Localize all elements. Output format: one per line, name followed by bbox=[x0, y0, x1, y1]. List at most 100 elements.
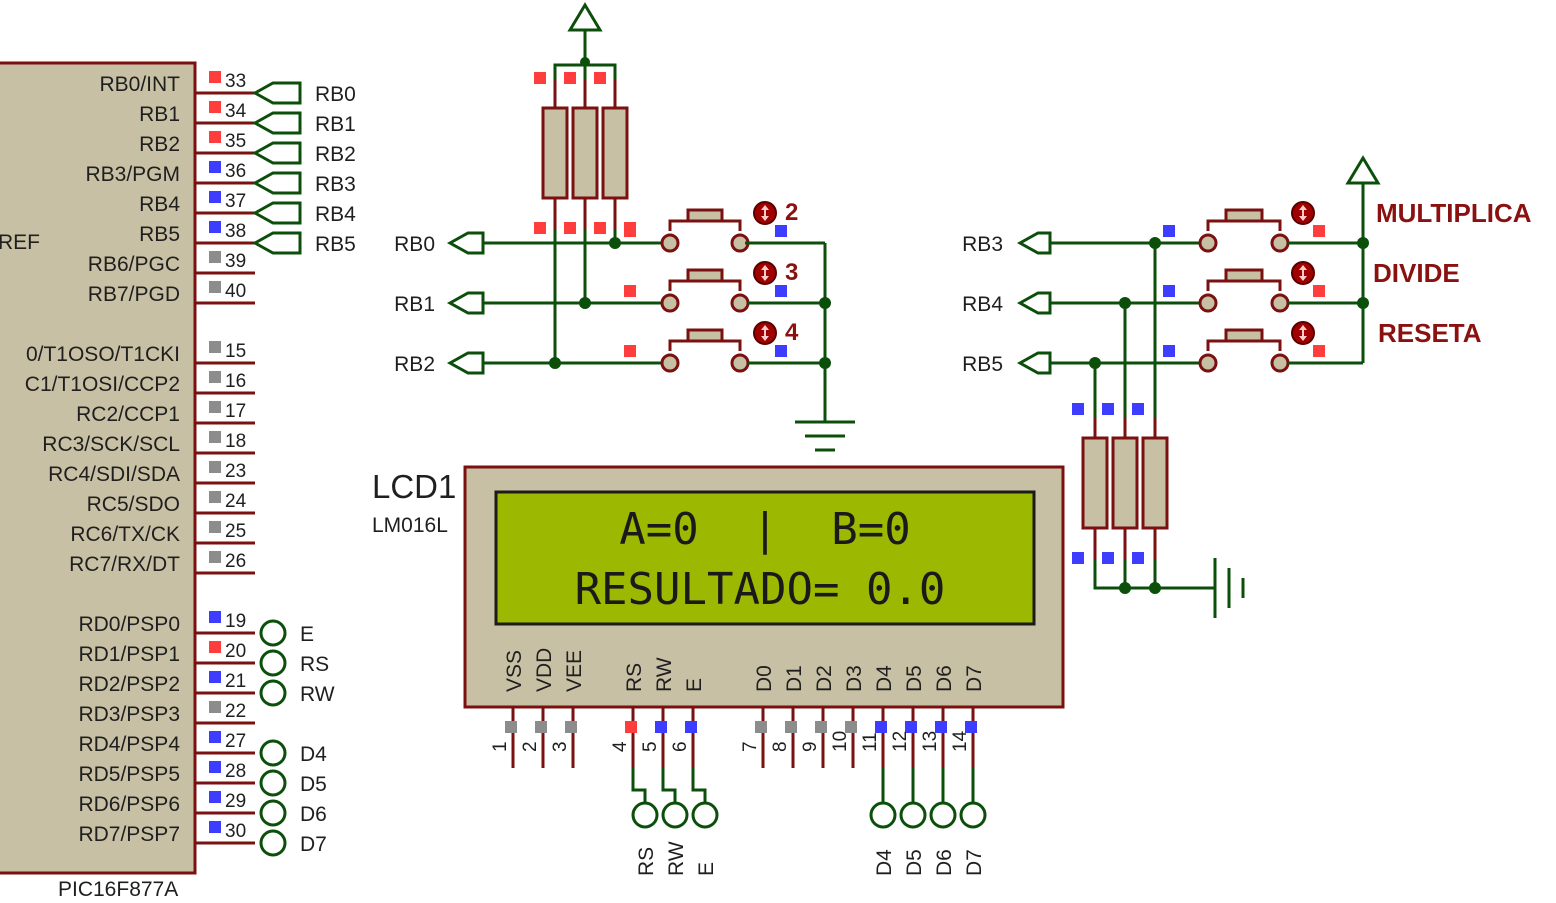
mcu-pin-number: 30 bbox=[225, 821, 246, 842]
mcu-pin-name: 0/T1OSO/T1CKI bbox=[26, 343, 180, 366]
mcu-pin-name: RD3/PSP3 bbox=[78, 703, 180, 726]
net-terminal[interactable] bbox=[251, 141, 302, 165]
mcu-pin-name: RC5/SDO bbox=[87, 493, 180, 516]
net-terminal[interactable] bbox=[661, 801, 689, 829]
net-terminal[interactable] bbox=[1016, 231, 1052, 255]
button-number: 2 bbox=[785, 199, 798, 226]
button-function-label: MULTIPLICA bbox=[1376, 198, 1532, 228]
mcu-pin-name: RC4/SDI/SDA bbox=[48, 463, 180, 486]
button-function-label: RESETA bbox=[1378, 318, 1482, 348]
lcd-module[interactable]: LCD1 LM016L A=0 | B=0 RESULTADO= 0.0 VSS… bbox=[372, 465, 1065, 876]
net-label: RB1 bbox=[315, 113, 356, 136]
resistor-pulldown-2[interactable] bbox=[1111, 436, 1139, 530]
lcd-pin-state bbox=[505, 721, 517, 733]
net-label: RS bbox=[300, 653, 329, 676]
net-terminal[interactable] bbox=[259, 619, 287, 647]
push-button-cap[interactable] bbox=[686, 268, 724, 283]
button-indicator-icon bbox=[753, 321, 777, 345]
net-terminal[interactable] bbox=[259, 679, 287, 707]
lcd-ref: LCD1 bbox=[372, 468, 456, 505]
net-label: RB3 bbox=[315, 173, 356, 196]
net-label: D4 bbox=[300, 743, 327, 766]
power-terminal-right bbox=[1345, 155, 1381, 185]
net-terminal[interactable] bbox=[446, 231, 485, 255]
net-label: RB4 bbox=[315, 203, 356, 226]
net-terminal[interactable] bbox=[691, 801, 719, 829]
resistor-pulldown-1[interactable] bbox=[1081, 436, 1109, 530]
resistor-pullup-1[interactable] bbox=[541, 106, 569, 200]
lcd-pin-number: 7 bbox=[740, 741, 761, 752]
net-label: RB2 bbox=[315, 143, 356, 166]
net-terminal[interactable] bbox=[929, 801, 957, 829]
button-indicator-icon bbox=[1291, 321, 1315, 345]
push-button-cap[interactable] bbox=[1224, 208, 1264, 223]
net-terminal[interactable] bbox=[251, 81, 302, 105]
net-terminal[interactable] bbox=[1016, 291, 1052, 315]
net-label: E bbox=[300, 623, 314, 646]
resistor-pulldown-3[interactable] bbox=[1141, 436, 1169, 530]
net-label: D7 bbox=[963, 849, 986, 876]
button-indicator-icon bbox=[753, 261, 777, 285]
push-button-cap[interactable] bbox=[1224, 328, 1264, 343]
lcd-pin-state bbox=[755, 721, 767, 733]
mcu-pin-number: 38 bbox=[225, 221, 246, 242]
net-terminal[interactable] bbox=[259, 649, 287, 677]
net-terminal[interactable] bbox=[446, 351, 485, 375]
mcu-pin-number: 27 bbox=[225, 731, 246, 752]
net-label: RB1 bbox=[394, 293, 435, 316]
mcu-pin-number: 35 bbox=[225, 131, 246, 152]
lcd-pin-name: D7 bbox=[963, 665, 986, 692]
push-button-cap[interactable] bbox=[686, 328, 724, 343]
net-terminal[interactable] bbox=[251, 231, 302, 255]
lcd-pin-number: 2 bbox=[520, 741, 541, 752]
net-label: RB4 bbox=[962, 293, 1003, 316]
mcu-pin-name: RC2/CCP1 bbox=[76, 403, 180, 426]
mcu-pin-state bbox=[209, 821, 221, 833]
resistor-pullup-3[interactable] bbox=[601, 106, 629, 200]
mcu-pin-state bbox=[209, 431, 221, 443]
lcd-pin-name: RW bbox=[653, 657, 676, 692]
mcu-pin-number: 39 bbox=[225, 251, 246, 272]
net-terminal[interactable] bbox=[251, 201, 302, 225]
net-terminal[interactable] bbox=[446, 291, 485, 315]
net-terminal[interactable] bbox=[251, 111, 302, 135]
mcu-pin-number: 19 bbox=[225, 611, 246, 632]
mcu-ref-fragment: REF bbox=[0, 231, 40, 254]
mcu-body bbox=[0, 61, 197, 875]
net-terminal[interactable] bbox=[259, 769, 287, 797]
net-label: RB5 bbox=[962, 353, 1003, 376]
lcd-pin-number: 1 bbox=[490, 741, 511, 752]
net-terminal[interactable] bbox=[959, 801, 987, 829]
net-terminal[interactable] bbox=[869, 801, 897, 829]
button-contact bbox=[1270, 293, 1290, 313]
net-terminal[interactable] bbox=[631, 801, 659, 829]
lcd-pins: VSS1VDD2VEE3RS4RW5E6D07D18D29D310D411D51… bbox=[490, 648, 987, 876]
net-terminal[interactable] bbox=[259, 829, 287, 857]
mcu-pin-number: 18 bbox=[225, 431, 246, 452]
mcu-pin-number: 25 bbox=[225, 521, 246, 542]
net-terminal[interactable] bbox=[259, 739, 287, 767]
net-terminal[interactable] bbox=[899, 801, 927, 829]
mcu-pin-state bbox=[209, 251, 221, 263]
push-button-cap[interactable] bbox=[1224, 268, 1264, 283]
lcd-pin-name: D5 bbox=[903, 665, 926, 692]
lcd-pin-name: VSS bbox=[503, 650, 526, 692]
push-button-cap[interactable] bbox=[686, 208, 724, 223]
mcu-pin-state bbox=[209, 461, 221, 473]
net-terminal[interactable] bbox=[251, 171, 302, 195]
resistor-pullup-2[interactable] bbox=[571, 106, 599, 200]
mcu-pin-state bbox=[209, 401, 221, 413]
net-terminal[interactable] bbox=[259, 799, 287, 827]
net-label: RW bbox=[665, 841, 688, 876]
net-terminal[interactable] bbox=[1016, 351, 1052, 375]
button-indicator-icon bbox=[753, 201, 777, 225]
lcd-pin-state bbox=[815, 721, 827, 733]
mcu-pin-state bbox=[209, 221, 221, 233]
mcu-pin-state bbox=[209, 191, 221, 203]
lcd-pin-name: D6 bbox=[933, 665, 956, 692]
